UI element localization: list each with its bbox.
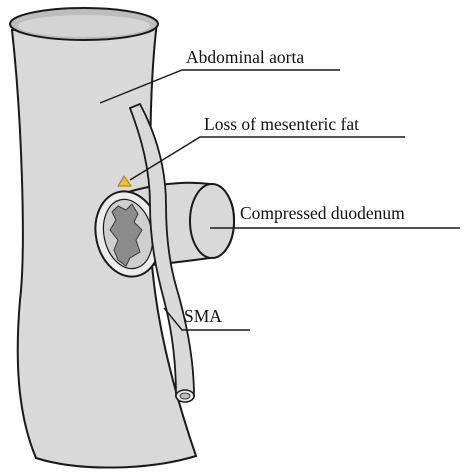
label-abdominal-aorta: Abdominal aorta bbox=[186, 47, 304, 67]
aorta-top-lumen bbox=[18, 15, 150, 37]
aorta-leader-line bbox=[99, 69, 340, 104]
duodenum-end-cap bbox=[189, 183, 235, 259]
duodenum-lumen bbox=[109, 203, 143, 267]
label-loss-of-mesenteric-fat: Loss of mesenteric fat bbox=[204, 114, 359, 134]
fat-leader-line bbox=[129, 136, 405, 181]
label-sma: SMA bbox=[184, 306, 222, 326]
mesenteric-fat-marker bbox=[117, 175, 132, 187]
label-compressed-duodenum: Compressed duodenum bbox=[240, 203, 405, 223]
sma-lumen bbox=[179, 392, 191, 400]
sma-leader-line bbox=[163, 307, 250, 331]
